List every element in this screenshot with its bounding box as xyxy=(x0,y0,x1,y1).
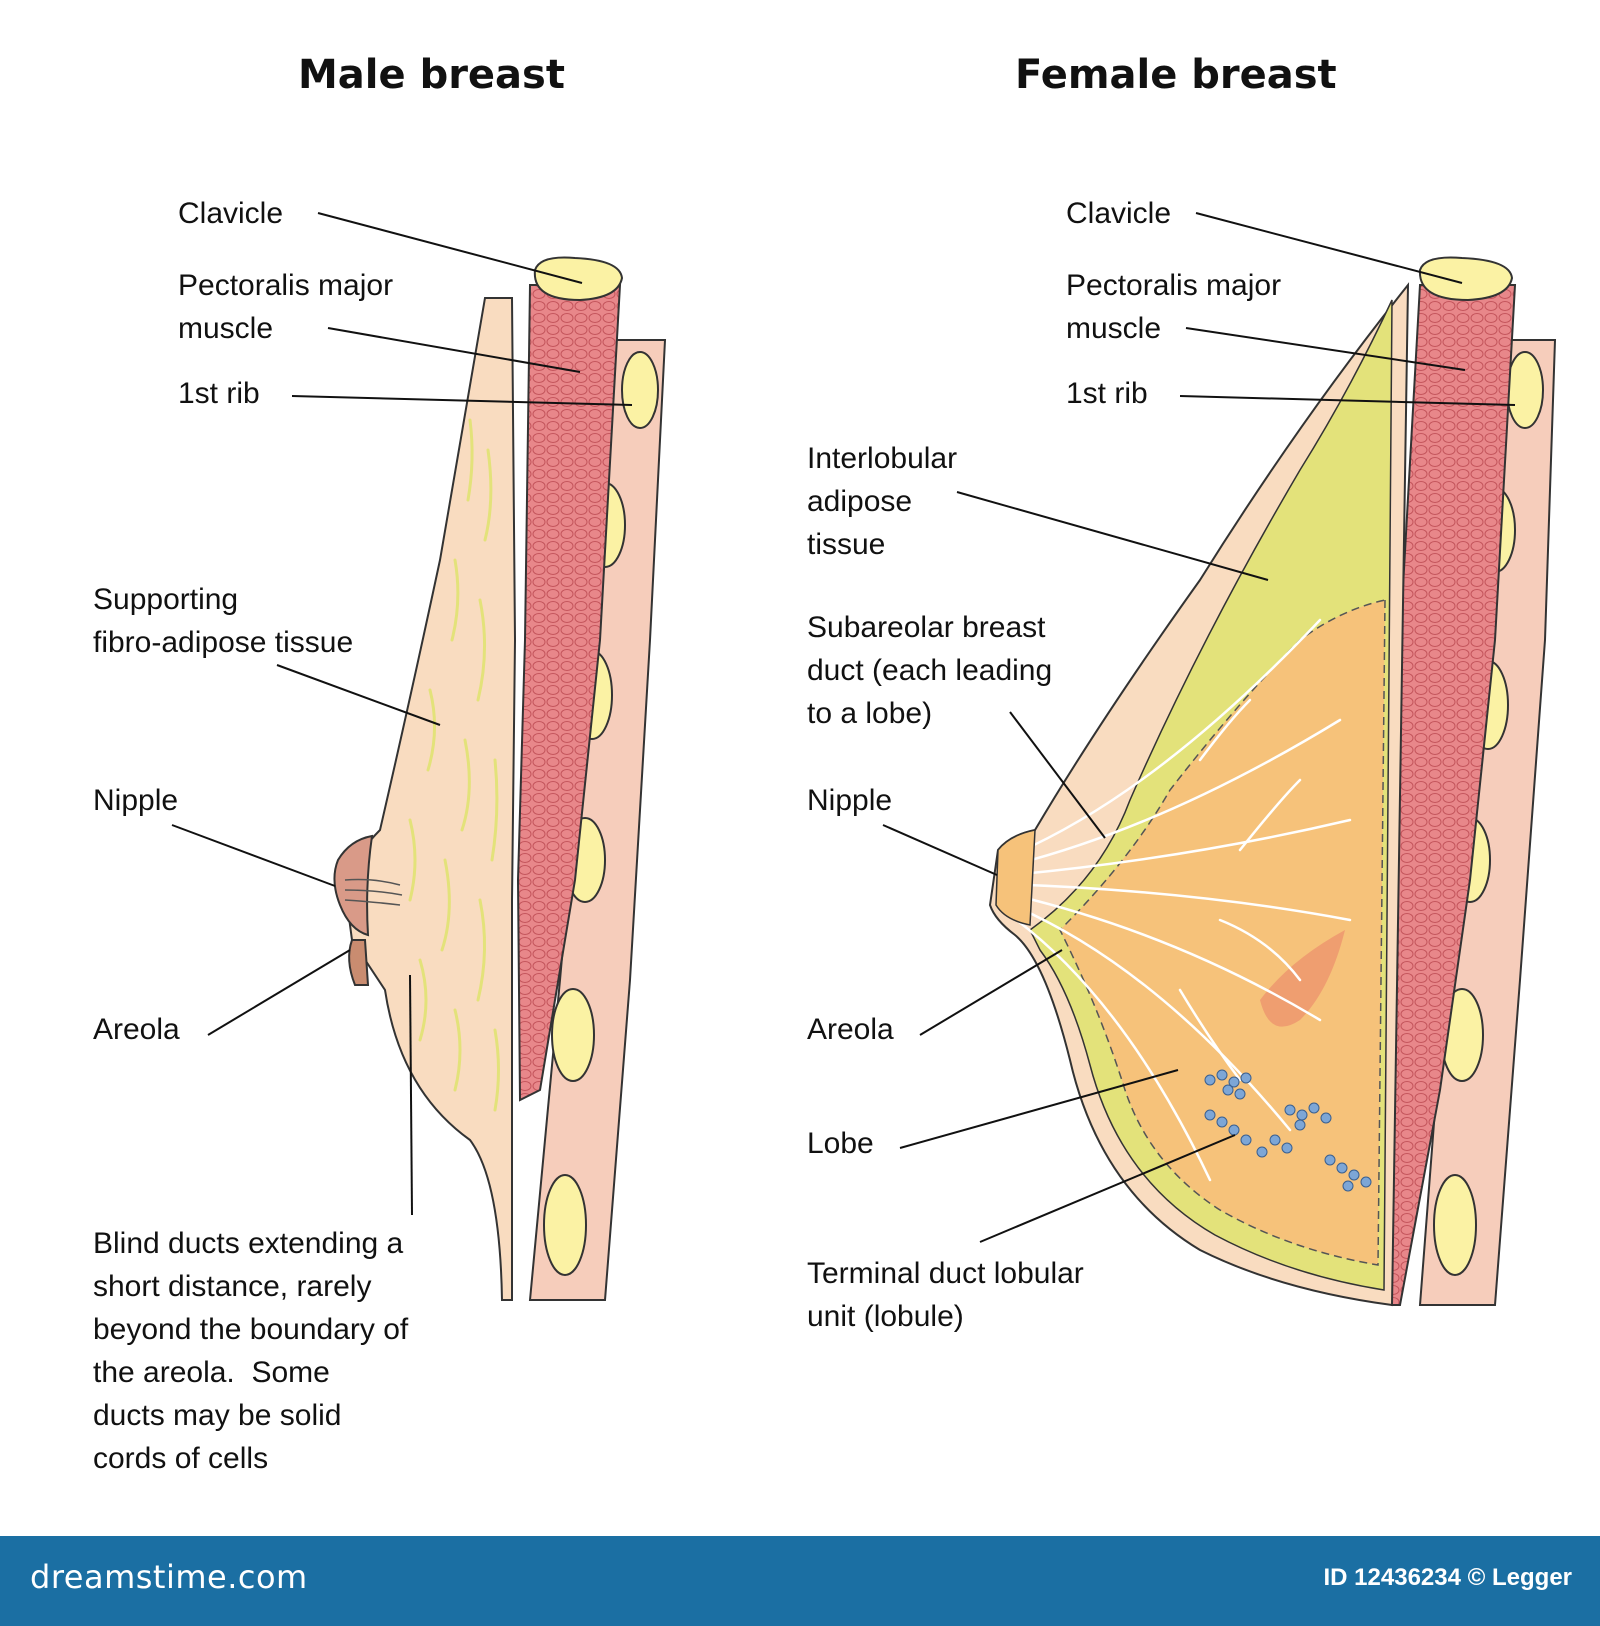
male-nipple-label: Nipple xyxy=(93,784,179,817)
anatomy-figure xyxy=(171,212,1557,1307)
male-clavicle xyxy=(533,256,624,302)
male-clavicle-leader xyxy=(317,212,583,284)
male-pectoralis-muscle xyxy=(516,284,622,1102)
female-subareolar-label: Subareolar breast duct (each leading to … xyxy=(807,611,1053,730)
female-breast-illustration xyxy=(988,256,1557,1307)
female-nipple-leader xyxy=(882,824,998,876)
dreamstime-logo: dreamstime.com xyxy=(30,1558,308,1596)
female-adipose-leader xyxy=(956,491,1269,581)
female-areola-label: Areola xyxy=(807,1013,894,1046)
female-pectoralis-leader xyxy=(1185,327,1466,371)
male-areola-label: Areola xyxy=(93,1013,180,1046)
male-nipple xyxy=(333,834,374,937)
male-pectoralis-label: Pectoralis major muscle xyxy=(178,269,394,345)
female-lobe-label: Lobe xyxy=(807,1127,874,1160)
male-blind-ducts-label: Blind ducts extending a short distance, … xyxy=(93,1227,409,1475)
female-rib-1 xyxy=(1506,351,1544,429)
female-nipple xyxy=(995,829,1036,926)
female-clavicle-label: Clavicle xyxy=(1066,197,1172,230)
female-lobule-clusters xyxy=(1204,1069,1372,1192)
female-areola-leader xyxy=(919,949,1063,1036)
image-id-credit: ID 12436234 © Legger xyxy=(1323,1564,1572,1591)
male-rib-6 xyxy=(543,1174,587,1276)
female-rib-6 xyxy=(1433,1174,1477,1276)
female-tdlu-label: Terminal duct lobular unit (lobule) xyxy=(807,1257,1084,1333)
female-subareolar-leader xyxy=(1009,711,1106,839)
female-lobe-leader xyxy=(899,1069,1179,1149)
male-breast-illustration xyxy=(333,256,667,1301)
male-leader-lines xyxy=(171,212,633,1216)
female-lobe-inner xyxy=(1260,930,1345,1027)
female-rib-label: 1st rib xyxy=(1066,377,1148,410)
female-tdlu-leader xyxy=(979,1134,1236,1243)
female-subareolar-ducts xyxy=(998,618,1352,1182)
male-fibrous-strands xyxy=(408,418,500,1112)
male-rib-1 xyxy=(621,351,659,429)
male-supporting-leader xyxy=(276,664,441,726)
female-nipple-label: Nipple xyxy=(807,784,893,817)
male-blind-ducts xyxy=(344,878,403,906)
male-fibro-adipose-tissue xyxy=(342,297,517,1301)
male-supporting-label: Supporting fibro-adipose tissue xyxy=(93,583,354,659)
male-clavicle-label: Clavicle xyxy=(178,197,284,230)
female-adipose-label: Interlobular adipose tissue xyxy=(807,442,958,561)
female-clavicle-leader xyxy=(1195,212,1463,284)
female-rib-leader xyxy=(1179,395,1516,406)
female-pectoralis-label: Pectoralis major muscle xyxy=(1066,269,1282,345)
male-breast-title: Male breast xyxy=(298,52,565,98)
female-leader-lines xyxy=(882,212,1516,1243)
male-areola-leader xyxy=(207,949,351,1036)
male-rib-label: 1st rib xyxy=(178,377,260,410)
male-pectoralis-leader xyxy=(327,327,581,373)
male-rib-5 xyxy=(551,988,595,1082)
male-areola xyxy=(348,939,370,986)
male-blind-ducts-leader xyxy=(409,974,413,1216)
male-nipple-leader xyxy=(171,824,336,887)
footer-bar: dreamstime.com ID 12436234 © Legger xyxy=(0,1536,1600,1626)
female-breast-title: Female breast xyxy=(1015,52,1337,98)
male-rib-leader xyxy=(291,395,633,406)
female-clavicle xyxy=(1418,256,1514,302)
